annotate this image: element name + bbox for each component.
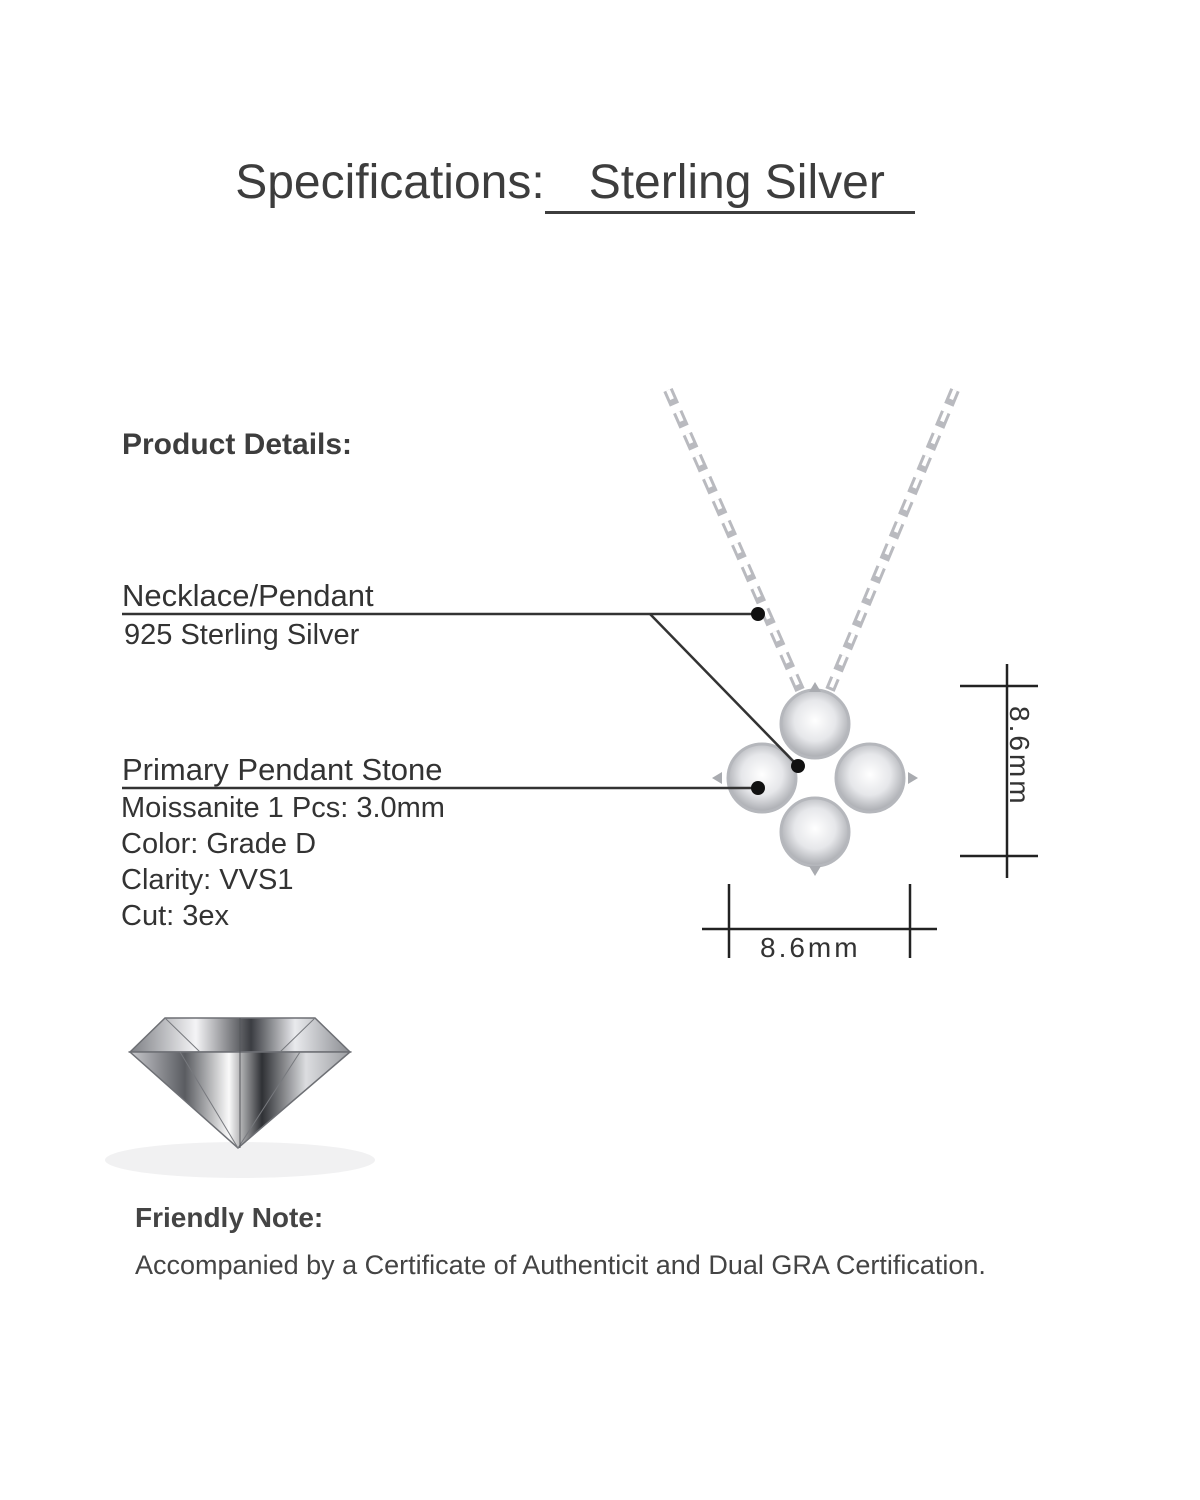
stone-heading: Primary Pendant Stone (122, 752, 443, 787)
note-text: Accompanied by a Certificate of Authenti… (135, 1250, 986, 1280)
height-dimension-label: 8.6mm (1004, 706, 1035, 807)
title-value: Sterling Silver (544, 155, 915, 214)
necklace-heading: Necklace/Pendant (122, 578, 374, 613)
width-dimension-label: 8.6mm (760, 932, 861, 963)
stone-color: Color: Grade D (121, 828, 317, 860)
chain-left (663, 387, 805, 693)
height-dimension (960, 664, 1038, 878)
title-label: Specifications: (235, 156, 545, 209)
stone-marker-dot (751, 781, 765, 795)
moissanite-gem-image (105, 1017, 375, 1178)
pendant-marker-dot (791, 759, 805, 773)
note-heading: Friendly Note: (135, 1202, 324, 1233)
page-title: Specifications:Sterling Silver (0, 155, 1150, 214)
necklace-material: 925 Sterling Silver (124, 619, 360, 651)
width-dimension (702, 884, 937, 958)
pendant-clover (712, 682, 918, 876)
stone-size: Moissanite 1 Pcs: 3.0mm (121, 792, 445, 824)
product-details-heading: Product Details: (122, 428, 353, 461)
pendant-leader-line (649, 613, 799, 767)
chain-right (825, 388, 960, 692)
chain-marker-dot (751, 607, 765, 621)
stone-cut: Cut: 3ex (121, 900, 229, 932)
stone-clarity: Clarity: VVS1 (121, 864, 294, 896)
